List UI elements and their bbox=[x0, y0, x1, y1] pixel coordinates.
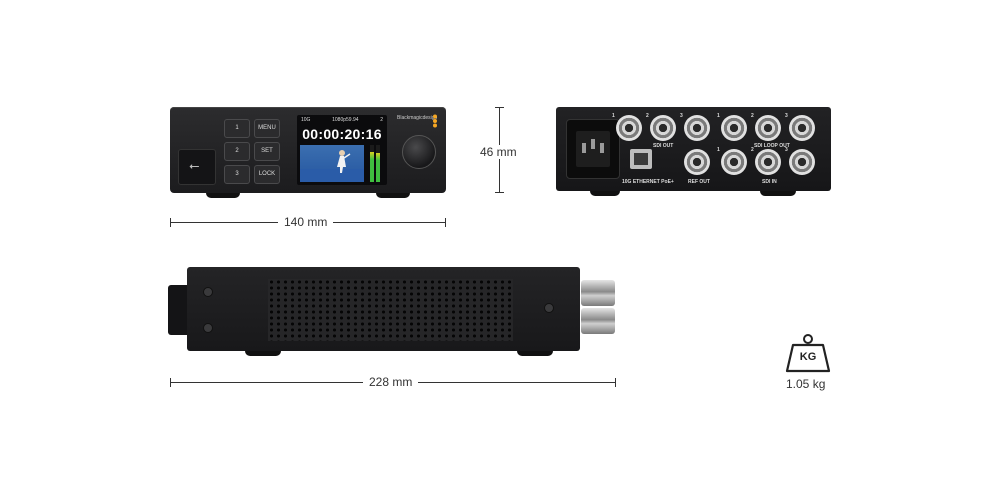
width-label: 140 mm bbox=[278, 215, 334, 229]
ventilation-grille bbox=[268, 279, 513, 341]
sdi-loop-out-1-connector bbox=[721, 115, 747, 141]
key-3[interactable]: 3 bbox=[224, 165, 250, 184]
key-2[interactable]: 2 bbox=[224, 142, 250, 161]
ref-out-connector bbox=[684, 149, 710, 175]
port-number: 1 bbox=[612, 113, 615, 119]
foot bbox=[376, 193, 410, 198]
port-number: 2 bbox=[646, 113, 649, 119]
side-panel bbox=[187, 267, 580, 356]
sdi-in-3-connector bbox=[789, 149, 815, 175]
side-bnc-connector bbox=[581, 308, 615, 334]
weight-icon-label: KG bbox=[799, 351, 817, 363]
screw bbox=[544, 303, 554, 313]
lcd-channel: 2 bbox=[380, 117, 383, 123]
dimension-tick bbox=[495, 192, 504, 193]
port-number: 2 bbox=[751, 147, 754, 153]
sdi-loop-out-label: SDI LOOP OUT bbox=[754, 143, 790, 149]
key-lock[interactable]: LOCK bbox=[254, 165, 280, 184]
sdi-loop-out-3-connector bbox=[789, 115, 815, 141]
audio-meter-left bbox=[370, 145, 374, 182]
dimension-tick bbox=[495, 107, 504, 108]
sdi-out-label: SDI OUT bbox=[653, 143, 674, 149]
control-knob[interactable] bbox=[402, 135, 436, 169]
port-number: 3 bbox=[785, 113, 788, 119]
lcd-screen: 10G 1080p59.94 2 00:00:20:16 bbox=[297, 115, 387, 185]
screw bbox=[203, 323, 213, 333]
dimension-tick bbox=[445, 218, 446, 227]
ethernet-port bbox=[630, 149, 652, 169]
dimension-tick bbox=[615, 378, 616, 387]
lcd-format: 1080p59.94 bbox=[332, 117, 359, 123]
dimension-tick bbox=[170, 218, 171, 227]
sdi-loop-out-2-connector bbox=[755, 115, 781, 141]
usb-icon: ⭠ bbox=[189, 158, 200, 173]
weight-icon bbox=[785, 334, 831, 373]
sdi-in-1-connector bbox=[721, 149, 747, 175]
sdi-in-2-connector bbox=[755, 149, 781, 175]
foot bbox=[590, 191, 620, 196]
foot bbox=[245, 351, 281, 356]
screw bbox=[203, 287, 213, 297]
sdi-in-label: SDI IN bbox=[762, 179, 777, 185]
weight-value: 1.05 kg bbox=[786, 377, 826, 391]
port-number: 2 bbox=[751, 113, 754, 119]
usb-port-cover: ⭠ bbox=[178, 149, 216, 185]
key-1[interactable]: 1 bbox=[224, 119, 250, 138]
key-menu[interactable]: MENU bbox=[254, 119, 280, 138]
brand-logo-icon bbox=[433, 114, 437, 128]
lcd-link: 10G bbox=[301, 117, 311, 123]
side-bnc-connector bbox=[581, 280, 615, 306]
foot bbox=[760, 191, 796, 196]
port-number: 3 bbox=[785, 147, 788, 153]
depth-label: 228 mm bbox=[363, 375, 419, 389]
power-inlet bbox=[566, 119, 620, 179]
key-set[interactable]: SET bbox=[254, 142, 280, 161]
sdi-out-2-connector bbox=[650, 115, 676, 141]
height-label: 46 mm bbox=[474, 145, 523, 159]
brand-logo: Blackmagicdesign bbox=[397, 115, 438, 121]
rear-panel: 1 2 3 1 2 3 SDI OUT SDI LOOP OUT 10G ETH… bbox=[556, 107, 831, 196]
sdi-out-1-connector bbox=[616, 115, 642, 141]
ref-out-label: REF OUT bbox=[688, 179, 710, 185]
port-number: 1 bbox=[717, 147, 720, 153]
sdi-out-3-connector bbox=[684, 115, 710, 141]
dimension-tick bbox=[170, 378, 171, 387]
foot bbox=[517, 351, 553, 356]
lcd-video-preview bbox=[300, 145, 364, 182]
port-number: 1 bbox=[717, 113, 720, 119]
side-knob-profile bbox=[168, 285, 190, 335]
port-number: 3 bbox=[680, 113, 683, 119]
audio-meter-right bbox=[376, 145, 380, 182]
front-panel: ⭠ 1 MENU 2 SET 3 LOCK 10G 1080p59.94 2 0… bbox=[170, 107, 446, 198]
lcd-timecode: 00:00:20:16 bbox=[302, 126, 382, 142]
foot bbox=[206, 193, 240, 198]
ethernet-label: 10G ETHERNET PoE+ bbox=[622, 179, 674, 185]
